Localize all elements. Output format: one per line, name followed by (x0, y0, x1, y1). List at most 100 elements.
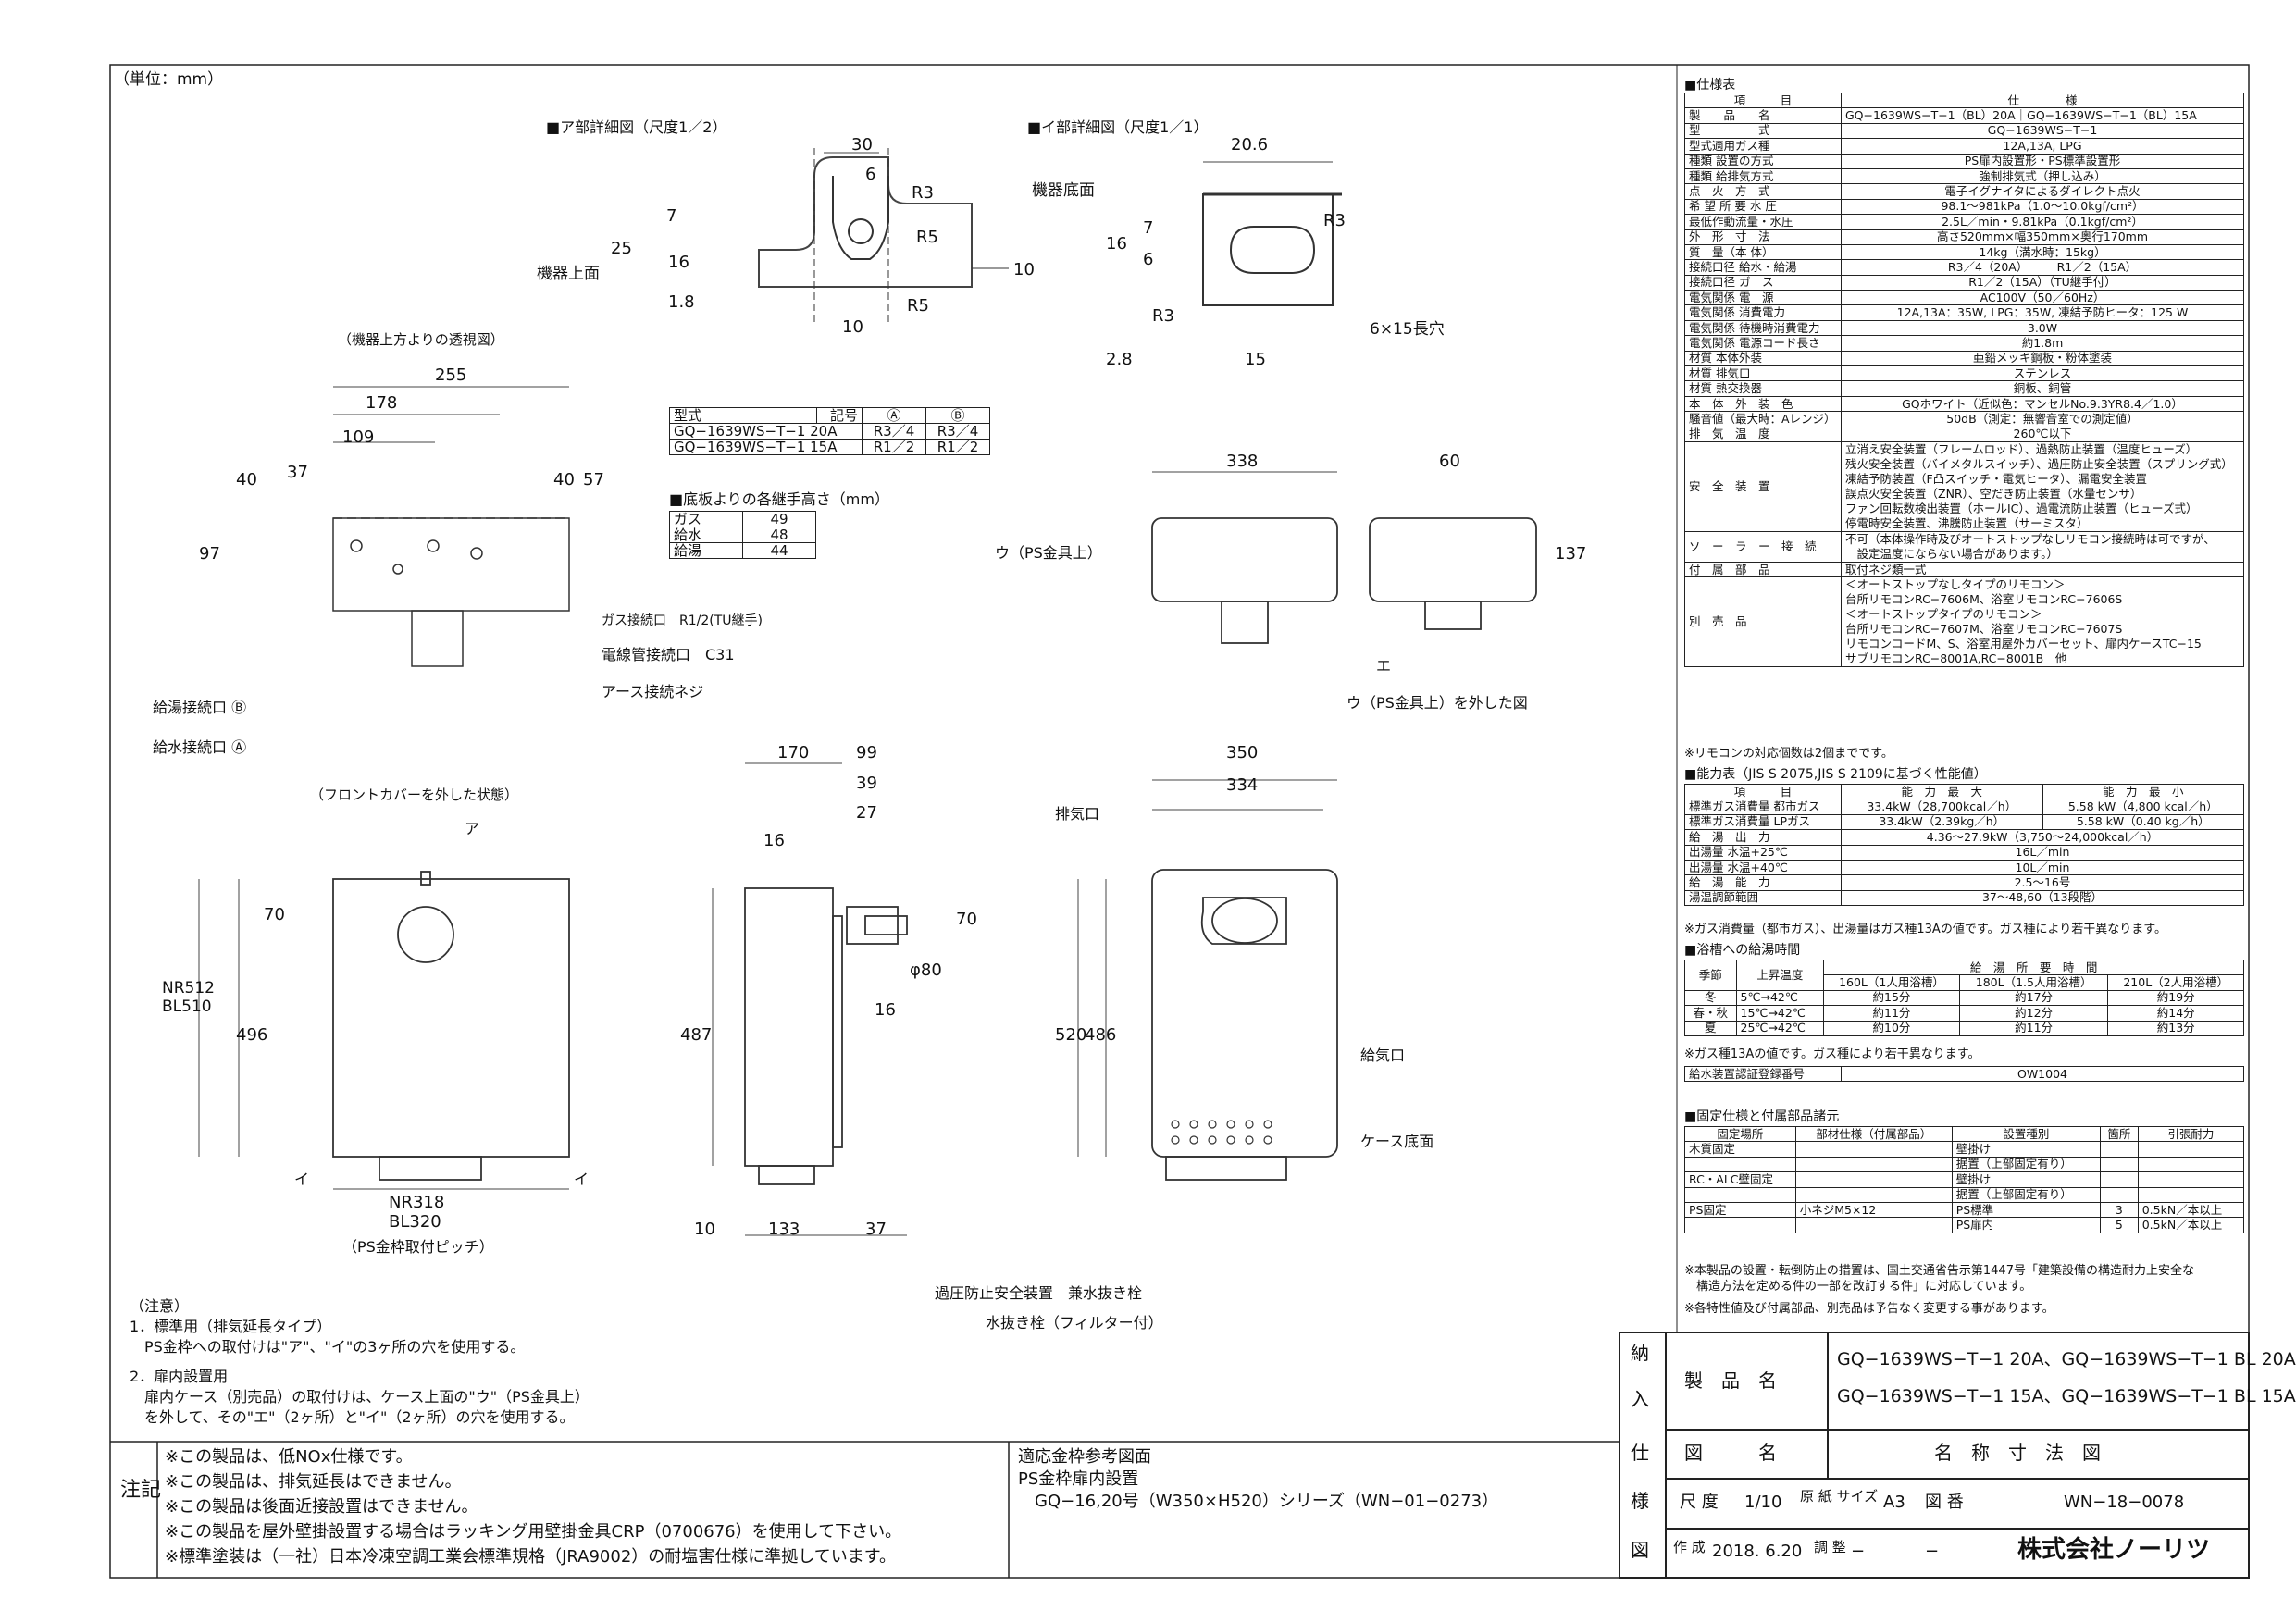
dim: 40 (236, 470, 257, 489)
product-line: GQ−1639WS−T−1 15A、GQ−1639WS−T−1 BL 15A (1837, 1386, 2296, 1406)
cell: 電気関係 消費電力 (1684, 304, 1842, 321)
cell: PS固定 (1684, 1201, 1796, 1219)
capacity-title: ■能力表（JIS S 2075,JIS S 2109に基づく性能値） (1684, 767, 1987, 782)
cell: 180L（1.5人用浴槽） (1958, 974, 2109, 991)
cell: GQ−1639WS−T−1（BL）20A｜GQ−1639WS−T−1（BL）15… (1841, 107, 2244, 124)
cell: 騒音値（最大時：Aレンジ） (1684, 411, 1842, 427)
dim: 40 (553, 470, 575, 489)
table-row: 木質固定壁掛け (1684, 1141, 2245, 1158)
paper-label: 原 紙 サイズ (1800, 1488, 1879, 1505)
cell: 夏 (1684, 1020, 1737, 1036)
adjust-value-2: − (1925, 1542, 1940, 1561)
dim: 16 (668, 253, 689, 272)
cell: 33.4kW（28,700kcal／h） (1841, 799, 2043, 815)
cell: 5 (2100, 1217, 2139, 1233)
cell: 種類 設置の方式 (1684, 153, 1842, 169)
cell: ソ ー ラ ー 接 続 (1684, 530, 1842, 563)
relief-callout: 過圧防止安全装置 兼水抜き栓 (935, 1284, 1143, 1302)
earth-callout: アース接続ネジ (602, 683, 704, 700)
option-line: リモコンコードM、S、浴室用屋外カバーセット、扉内ケースTC−15 (1845, 637, 2202, 651)
cell: 箇所 (2100, 1125, 2139, 1143)
nr318-label: NR318 (389, 1193, 445, 1212)
cell: GQ−1639WS−T−1 15A (669, 439, 863, 455)
dim: 350 (1226, 743, 1259, 762)
nr512-label: NR512 (162, 979, 215, 997)
solar-line: 設定温度にならない場合があります。） (1845, 546, 2059, 561)
dim: 10 (694, 1220, 715, 1239)
cell: 210L（2人用浴槽） (2107, 974, 2244, 991)
cell: R1／2（15A）（TU継手付） (1841, 274, 2244, 291)
top-elevation-drawing (1151, 517, 1537, 644)
cell (1794, 1217, 1953, 1233)
cell: 約19分 (2107, 989, 2244, 1007)
cell (2100, 1171, 2139, 1188)
cell (2137, 1171, 2245, 1188)
top-view-drawing (332, 517, 570, 667)
dim: 133 (768, 1220, 800, 1239)
a-callout: ア (465, 820, 480, 837)
dim: 178 (366, 393, 398, 413)
cell: 25℃→42℃ (1735, 1020, 1825, 1036)
cell: GQ−1639WS−T−1 (1841, 122, 2244, 140)
cell: 0.5kN／本以上 (2137, 1201, 2245, 1219)
cell: R3／4 (862, 423, 926, 440)
cell (1684, 1186, 1796, 1203)
i-callout: イ (574, 1171, 590, 1188)
fixing-note-1: ※本製品の設置・転倒防止の措置は、国土交通省告示第1447号「建築設備の構造耐力… (1684, 1264, 2194, 1278)
cell: 48 (742, 527, 816, 543)
dim: 39 (856, 774, 877, 793)
water-callout: 給水接続口 Ⓐ (153, 738, 247, 756)
cell: R1／2 (925, 439, 990, 455)
cell: 型式適用ガス種 (1684, 138, 1842, 155)
cell: 取付ネジ類一式 (1841, 561, 2244, 578)
title-side: 入 (1631, 1388, 1649, 1410)
drain-callout: 水抜き栓（フィルター付） (986, 1314, 1163, 1332)
cell: PS扉内設置形・PS標準設置形 (1841, 153, 2244, 169)
cell: 電気関係 電 源 (1684, 290, 1842, 306)
detail-i-drawing (1202, 192, 1342, 306)
cell: 260℃以下 (1841, 426, 2244, 442)
table-row: 安 全 装 置 立消え安全装置（フレームロッド）、過熱防止装置（温度ヒューズ） … (1684, 440, 2244, 532)
bath-note: ※ガス種13Aの値です。ガス種により若干異なります。 (1684, 1047, 1980, 1061)
dim: 97 (199, 544, 220, 564)
cell: 項 目 (1684, 783, 1842, 800)
cell: 最低作動流量・水圧 (1684, 214, 1842, 230)
remark-line: ※この製品は後面近接設置はできません。 (165, 1497, 478, 1517)
safety-line: 停電時安全装置、沸騰防止装置（サーミスタ） (1845, 515, 2089, 530)
dim: 10 (1013, 260, 1035, 279)
remark-line: ※標準塗装は（一社）日本冷凍空調工業会標準規格（JRA9002）の耐塩害仕様に準… (165, 1547, 896, 1567)
cell: 給 湯 能 力 (1684, 874, 1842, 891)
cell: 給 湯 所 要 時 間 (1823, 959, 2244, 976)
dim: 487 (680, 1025, 713, 1045)
cell: 標準ガス消費量 都市ガス (1684, 799, 1842, 815)
cell: R3／4（20A） R1／2（15A） (1841, 259, 2244, 276)
cell: 約10分 (1823, 1020, 1960, 1036)
cell: 別 売 品 (1684, 576, 1842, 668)
fixing-note-2: 構造方法を定める件の一部を改訂する件」に対応しています。 (1684, 1280, 2032, 1294)
safety-line: ファン回転数検出装置（ホールIC）、過電流防止装置（ヒューズ式） (1845, 501, 2198, 515)
cell: 0.5kN／本以上 (2137, 1217, 2245, 1233)
drawing-name: 名 称 寸 法 図 (1934, 1442, 2101, 1464)
cell: 15℃→42℃ (1735, 1005, 1825, 1022)
cell: 型式 (669, 407, 817, 424)
notes-line: PS金枠への取付けは"ア"、"イ"の3ヶ所の穴を使用する。 (130, 1338, 526, 1356)
table-row: 質 量（本 体）14kg（満水時：15kg） (1684, 243, 2244, 261)
cell: 2.5〜16号 (1841, 874, 2244, 891)
fixing-table: 固定場所部材仕様（付属部品）設置種別箇所引張耐力 木質固定壁掛け 据置（上部固定… (1684, 1125, 2245, 1233)
front-exhaust-drawing (1151, 869, 1338, 1181)
cell: 2.5L／min・9.81kPa（0.1kgf/cm²） (1841, 214, 2244, 230)
u-removed-callout: ウ（PS金具上）を外した図 (1347, 694, 1528, 712)
dim: 520 (1055, 1025, 1087, 1045)
